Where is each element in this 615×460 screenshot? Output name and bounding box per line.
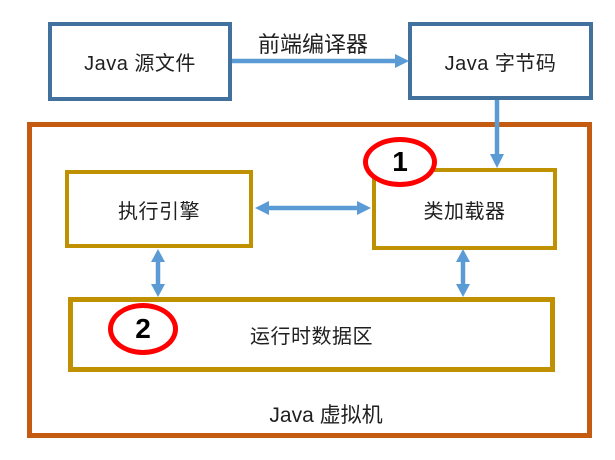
java-bytecode-label: Java 字节码 bbox=[444, 52, 557, 75]
step-2-number: 2 bbox=[135, 313, 151, 344]
runtime-data-area-box: 运行时数据区 bbox=[68, 297, 555, 372]
step-1-badge: 1 bbox=[363, 137, 437, 187]
class-loader-label: 类加载器 bbox=[423, 200, 506, 223]
frontend-compiler-label: 前端编译器 bbox=[257, 32, 368, 57]
execution-engine-label: 执行引擎 bbox=[118, 200, 200, 223]
step-2-badge: 2 bbox=[108, 303, 178, 355]
execution-engine-box: 执行引擎 bbox=[65, 170, 253, 248]
step-1-number: 1 bbox=[392, 146, 408, 177]
jvm-label: Java 虚拟机 bbox=[269, 404, 383, 427]
java-source-box: Java 源文件 bbox=[48, 22, 232, 101]
java-bytecode-box: Java 字节码 bbox=[408, 22, 593, 100]
java-source-label: Java 源文件 bbox=[84, 53, 196, 75]
runtime-data-area-label: 运行时数据区 bbox=[250, 326, 373, 348]
